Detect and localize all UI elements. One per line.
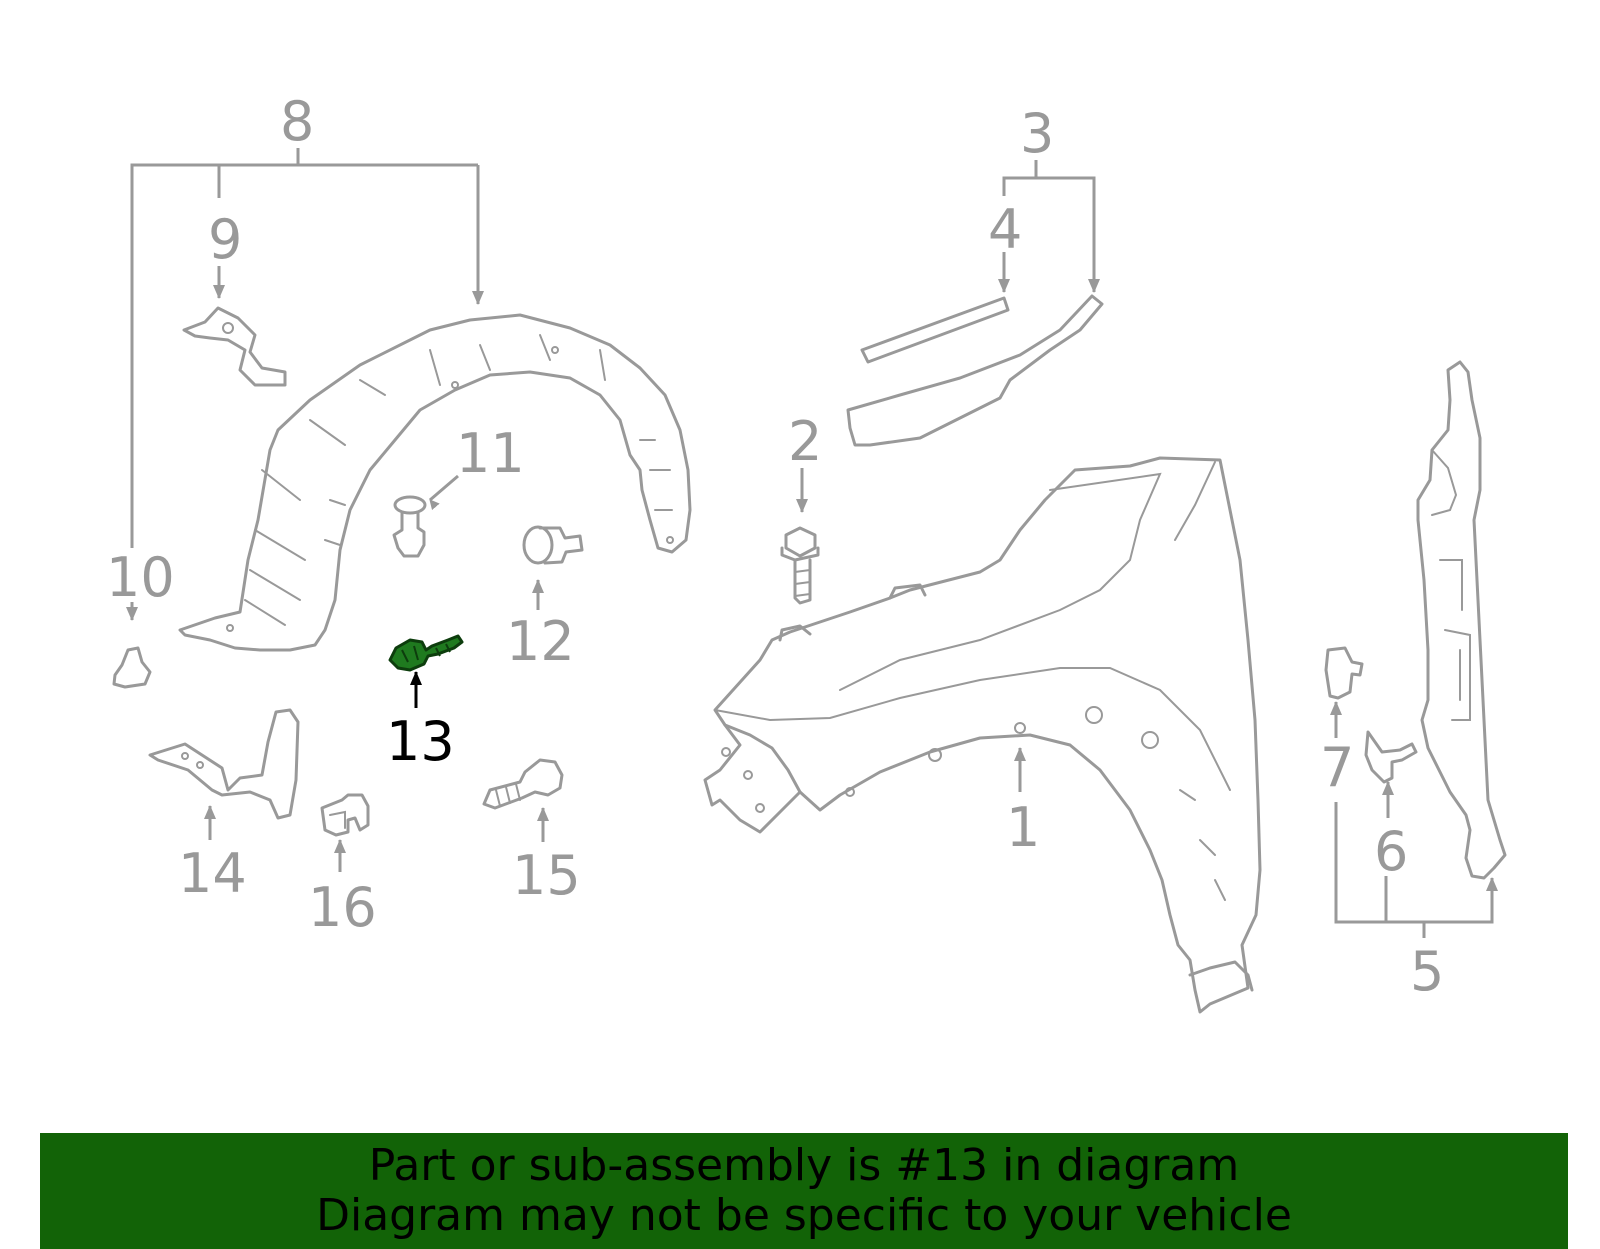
part-1-fender (703, 456, 1262, 1014)
banner-line-2: Diagram may not be specific to your vehi… (316, 1190, 1292, 1241)
part-9-bracket (182, 306, 287, 387)
part-10-clip (112, 646, 152, 689)
callout-2: 2 (788, 410, 822, 473)
callout-3: 3 (1020, 102, 1054, 165)
callout-11: 11 (456, 422, 525, 485)
part-15-bolt (482, 758, 564, 810)
part-11-push-clip (392, 495, 427, 558)
callout-16: 16 (308, 876, 377, 939)
part-16-clip-nut (320, 793, 370, 837)
callout-labels: 8 9 10 11 12 13 14 15 16 2 3 4 1 7 6 5 (106, 90, 1444, 1003)
callout-8: 8 (280, 90, 314, 153)
callout-6: 6 (1374, 820, 1408, 883)
part-12-grommet (522, 525, 584, 565)
part-4-seal (860, 296, 1010, 364)
banner-line-1: Part or sub-assembly is #13 in diagram (368, 1140, 1240, 1191)
callout-5: 5 (1410, 940, 1444, 1003)
info-banner: Part or sub-assembly is #13 in diagram D… (40, 1133, 1568, 1249)
part-3-bracket (846, 294, 1104, 447)
callout-10: 10 (106, 546, 175, 609)
part-13-bolt (388, 634, 464, 672)
part-8-fender-liner (178, 313, 692, 652)
callout-1: 1 (1006, 796, 1040, 859)
leader-lines (126, 148, 1498, 938)
parts-diagram: 8 9 10 11 12 13 14 15 16 2 3 4 1 7 6 5 (106, 90, 1507, 1014)
callout-9: 9 (208, 208, 242, 271)
part-6-pin (1364, 730, 1418, 784)
part-5-splash-shield (1416, 360, 1507, 880)
part-7-clip (1324, 646, 1364, 700)
callout-12: 12 (506, 610, 575, 673)
part-14-bracket (148, 708, 300, 820)
callout-15: 15 (512, 844, 581, 907)
callout-14: 14 (178, 842, 247, 905)
callout-7: 7 (1320, 736, 1354, 799)
callout-4: 4 (988, 198, 1022, 261)
callout-13: 13 (386, 710, 455, 773)
part-2-bolt (780, 526, 820, 605)
